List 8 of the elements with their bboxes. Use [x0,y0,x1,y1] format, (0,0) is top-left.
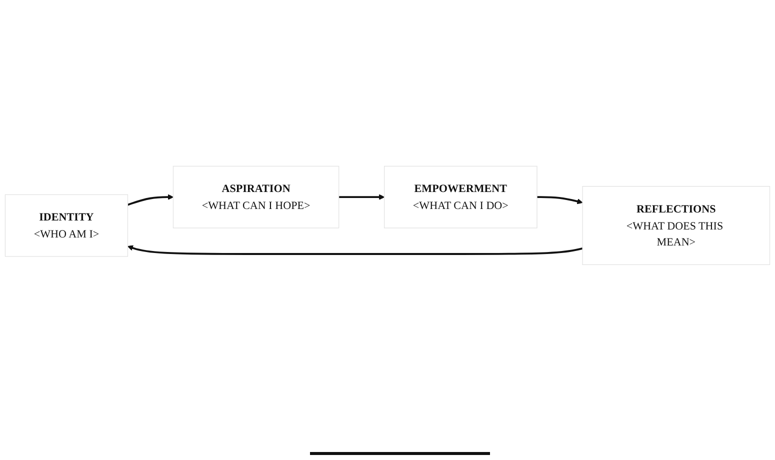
node-box: REFLECTIONS <WHAT DOES THIS MEAN> [582,186,770,265]
node-box: IDENTITY <WHO AM I> [4,194,128,256]
arrow [127,244,583,254]
arrow [127,194,174,206]
arrow [537,196,583,204]
node-box: EMPOWERMENT <WHAT CAN I DO> [384,165,538,228]
node-box: ASPIRATION <WHAT CAN I HOPE> [172,165,340,228]
arrow [338,194,385,200]
